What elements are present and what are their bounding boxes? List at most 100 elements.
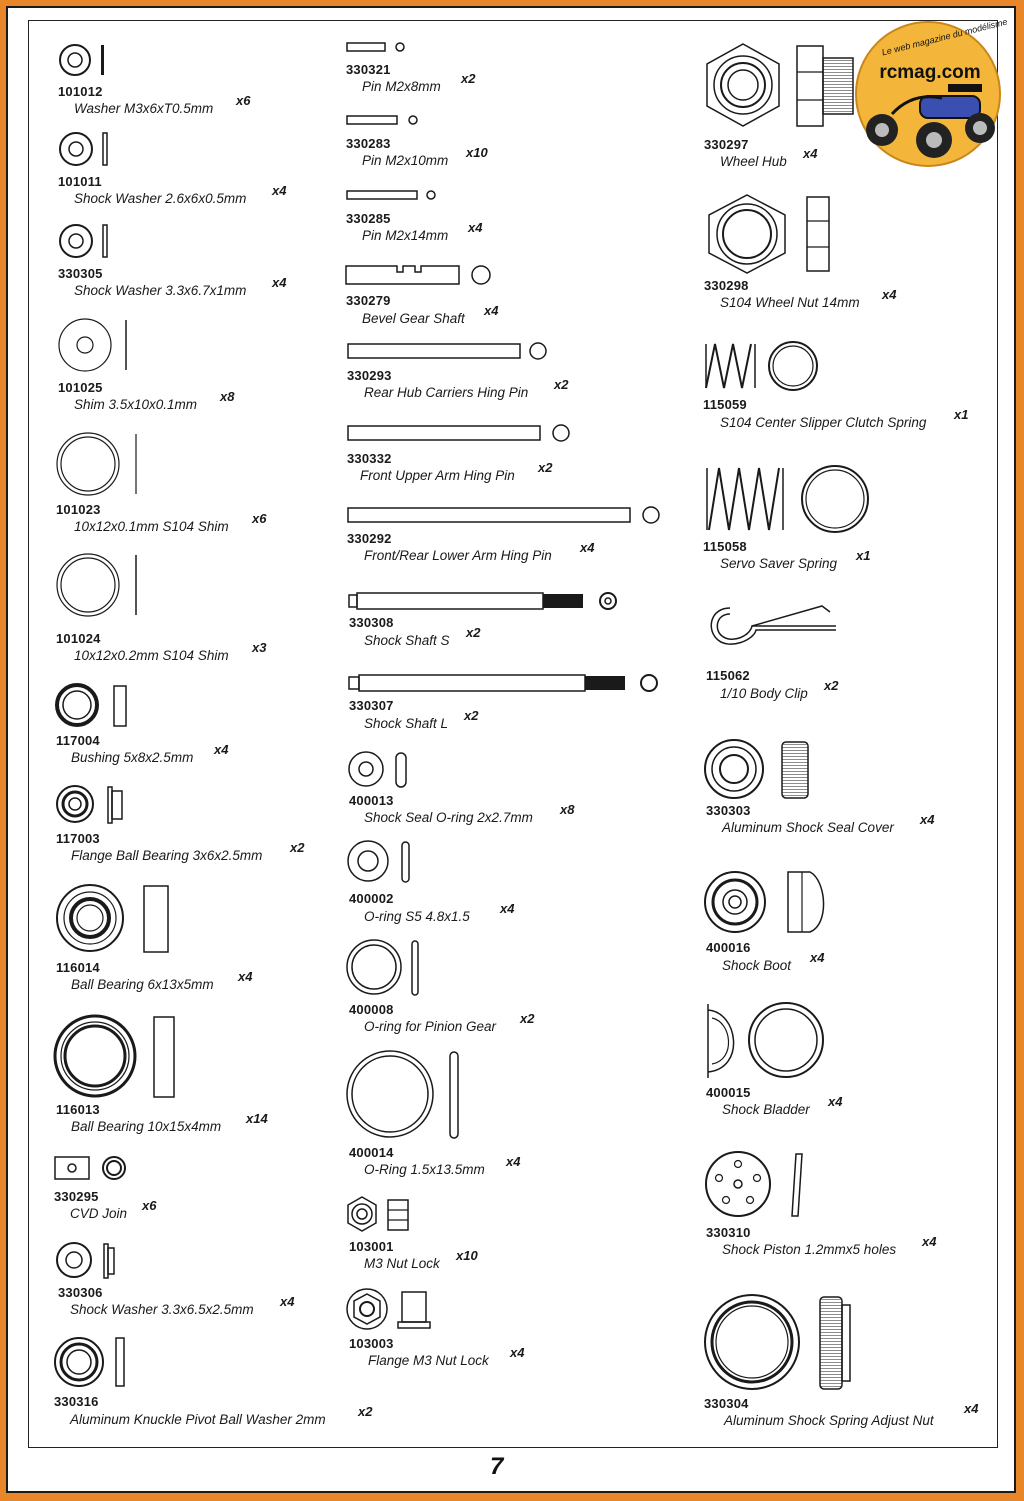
part-number: 330308: [349, 615, 394, 630]
part-description: O-ring S5 4.8x1.5: [364, 909, 470, 924]
part-description: Wheel Hub: [720, 154, 787, 169]
seal-cover-icon: [704, 739, 809, 799]
part-quantity: x2: [538, 460, 553, 475]
part-quantity: x4: [510, 1345, 525, 1360]
part-description: Ball Bearing 10x15x4mm: [71, 1119, 222, 1134]
part-number: 400013: [349, 793, 394, 808]
part-description: Shock Shaft S: [364, 633, 450, 648]
part-quantity: x2: [554, 377, 569, 392]
part-description: O-ring for Pinion Gear: [364, 1019, 497, 1034]
part-quantity: x6: [142, 1198, 157, 1213]
part-description: 10x12x0.1mm S104 Shim: [74, 519, 229, 534]
hinge-pin-icon: [347, 342, 547, 360]
part-quantity: x4: [964, 1401, 979, 1416]
part-number: 330293: [347, 368, 392, 383]
spring-adjust-nut-icon: [704, 1294, 851, 1390]
washer-icon: [59, 132, 108, 166]
shock-bladder-icon: [707, 1002, 824, 1078]
logo-name: rcmag.com: [879, 62, 981, 83]
part-description: CVD Join: [70, 1206, 128, 1221]
ball-bearing-icon: [53, 1014, 175, 1098]
part-number: 117003: [56, 831, 100, 846]
part-description: Rear Hub Carriers Hing Pin: [364, 385, 529, 400]
wheel-nut-icon: [708, 194, 830, 274]
part-description: Servo Saver Spring: [720, 556, 838, 571]
part-number: 101012: [58, 84, 103, 99]
part-description: S104 Wheel Nut 14mm: [720, 295, 860, 310]
part-description: O-Ring 1.5x13.5mm: [364, 1162, 485, 1177]
rcmag-logo[interactable]: Le web magazine du modélisme rcmag.com: [852, 17, 1008, 170]
part-description: 10x12x0.2mm S104 Shim: [74, 648, 229, 663]
part-description: Bevel Gear Shaft: [362, 311, 465, 326]
part-description: Washer M3x6xT0.5mm: [74, 101, 214, 116]
part-description: Shock Washer 3.3x6.7x1mm: [74, 283, 247, 298]
part-quantity: x4: [803, 146, 818, 161]
part-description: Shock Shaft L: [364, 716, 449, 731]
wheel-hub-icon: [706, 43, 854, 127]
parts-frame: [28, 20, 998, 1448]
nut-icon: [347, 1196, 409, 1232]
part-description: Aluminum Knuckle Pivot Ball Washer 2mm: [70, 1412, 326, 1427]
shim-icon: [56, 553, 137, 617]
part-description: Aluminum Shock Spring Adjust Nut: [724, 1413, 934, 1428]
part-number: 330279: [346, 293, 391, 308]
part-description: Pin M2x14mm: [362, 228, 449, 243]
part-number: 330332: [347, 451, 392, 466]
part-number: 400002: [349, 891, 394, 906]
washer-icon: [56, 1242, 115, 1279]
part-quantity: x4: [810, 950, 825, 965]
shock-shaft-icon: [348, 674, 658, 692]
part-quantity: x1: [954, 407, 969, 422]
part-quantity: x4: [272, 275, 287, 290]
part-number: 101025: [58, 380, 103, 395]
part-description: Shock Seal O-ring 2x2.7mm: [364, 810, 533, 825]
washer-icon: [59, 44, 104, 76]
part-description: Pin M2x10mm: [362, 153, 449, 168]
part-number: 101024: [56, 631, 101, 646]
part-quantity: x4: [506, 1154, 521, 1169]
part-number: 400015: [706, 1085, 751, 1100]
manual-page: [6, 6, 1016, 1493]
part-quantity: x6: [236, 93, 251, 108]
part-quantity: x10: [456, 1248, 478, 1263]
part-quantity: x4: [214, 742, 229, 757]
part-quantity: x2: [520, 1011, 535, 1026]
flange-bearing-icon: [56, 785, 123, 824]
part-quantity: x2: [290, 840, 305, 855]
part-number: 400008: [349, 1002, 394, 1017]
part-description: Flange Ball Bearing 3x6x2.5mm: [71, 848, 263, 863]
part-number: 101023: [56, 502, 101, 517]
part-number: 330303: [706, 803, 751, 818]
part-description: Shock Washer 3.3x6.5x2.5mm: [70, 1302, 254, 1317]
o-ring-icon: [348, 751, 407, 788]
part-number: 330304: [704, 1396, 749, 1411]
part-description: Flange M3 Nut Lock: [368, 1353, 489, 1368]
cvd-joint-icon: [54, 1156, 126, 1180]
part-quantity: x6: [252, 511, 267, 526]
part-quantity: x4: [920, 812, 935, 827]
part-number: 330298: [704, 278, 749, 293]
part-number: 330310: [706, 1225, 751, 1240]
shock-boot-icon: [704, 871, 825, 933]
part-number: 330306: [58, 1285, 103, 1300]
part-quantity: x8: [220, 389, 235, 404]
part-number: 101011: [58, 174, 102, 189]
part-description: Bushing 5x8x2.5mm: [71, 750, 194, 765]
part-quantity: x2: [461, 71, 476, 86]
pin-icon: [346, 42, 405, 52]
shaft-icon: [345, 265, 491, 285]
part-quantity: x4: [280, 1294, 295, 1309]
part-description: Front Upper Arm Hing Pin: [360, 468, 515, 483]
bushing-icon: [55, 683, 127, 727]
part-number: 103001: [349, 1239, 394, 1254]
part-quantity: x14: [246, 1111, 268, 1126]
ball-washer-icon: [54, 1337, 125, 1387]
o-ring-icon: [346, 1050, 459, 1139]
part-number: 330285: [346, 211, 391, 226]
body-clip-icon: [710, 605, 836, 645]
pin-icon: [346, 115, 418, 125]
washer-icon: [59, 224, 108, 258]
part-quantity: x4: [272, 183, 287, 198]
part-quantity: x4: [500, 901, 515, 916]
shim-icon: [56, 432, 137, 496]
